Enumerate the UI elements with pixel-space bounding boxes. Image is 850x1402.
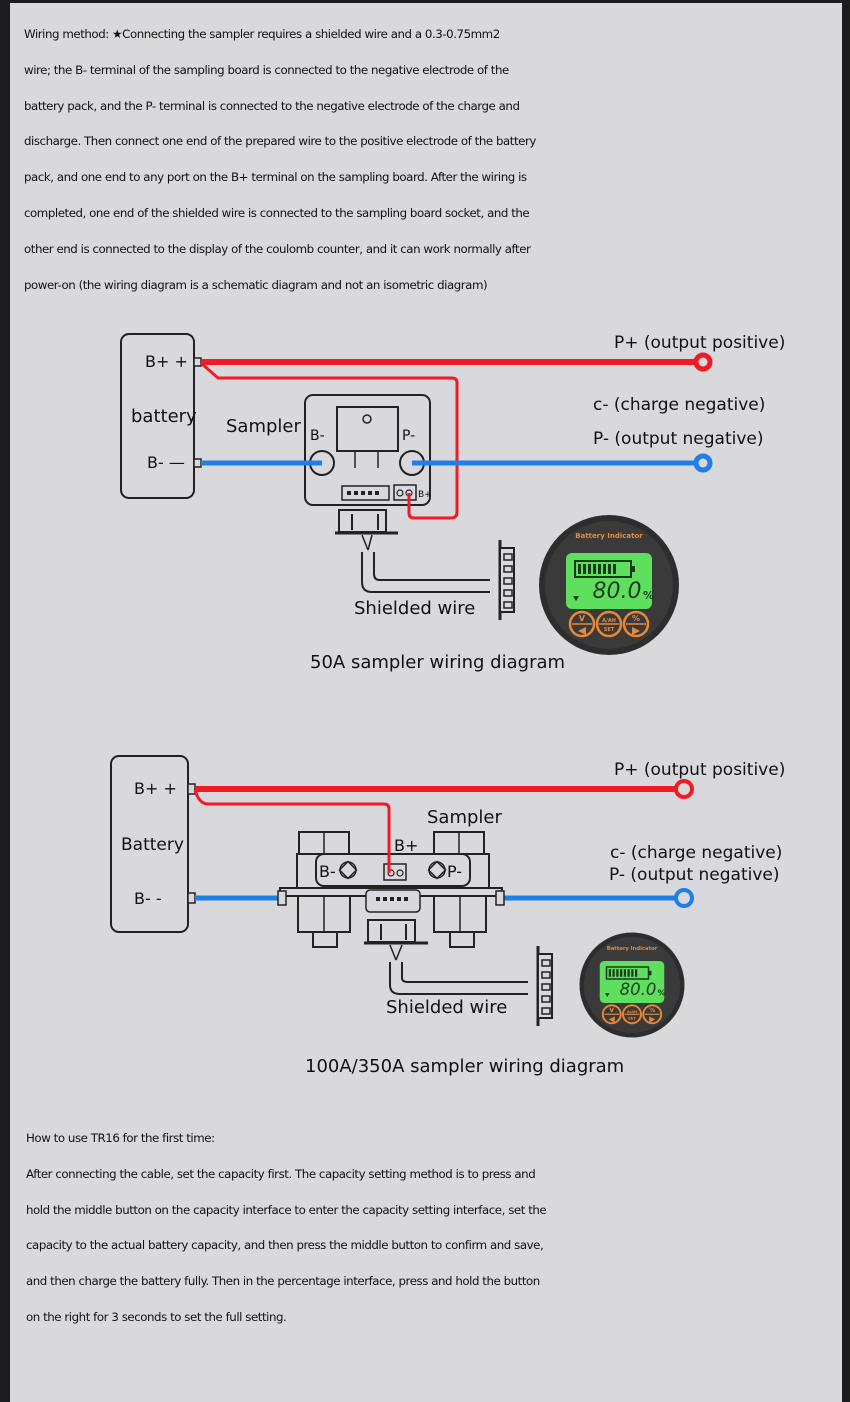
meter-button-v: V <box>609 1007 614 1014</box>
output-positive-label: P+ (output positive) <box>614 333 785 353</box>
intro-line: battery pack, and the P- terminal is con… <box>24 98 520 113</box>
sampler-bminus-label: B- <box>319 862 336 881</box>
sampler-bplus-label: B+ <box>418 490 432 500</box>
sampler-bplus-port <box>383 863 407 881</box>
wiring-method-paragraph: Wiring method: ★Connecting the sampler r… <box>24 17 829 303</box>
first-use-line: hold the middle button on the capacity i… <box>26 1202 547 1217</box>
intro-line: other end is connected to the display of… <box>24 241 531 256</box>
label-bplus: B+ + <box>134 779 177 798</box>
meter-button-ah: A/AH <box>602 618 616 624</box>
label-battery: Battery <box>121 835 184 855</box>
label-bminus: B- - <box>134 889 162 908</box>
shielded-wire-label: Shielded wire <box>354 598 475 619</box>
sampler-pminus-label: P- <box>402 428 415 444</box>
output-negative-terminal <box>674 888 694 908</box>
label-bminus: B- — <box>147 453 185 472</box>
sampler-socket <box>341 485 390 501</box>
output-negative-label: P- (output negative) <box>609 865 780 885</box>
first-use-line: After connecting the cable, set the capa… <box>26 1166 536 1181</box>
intro-line: discharge. Then connect one end of the p… <box>24 134 536 149</box>
meter-button-v: V <box>579 614 586 623</box>
coulomb-meter: Battery Indicator 80.0 % V A/AH SET % <box>537 513 681 657</box>
meter-brand: Battery Indicator <box>607 946 658 952</box>
meter-connector <box>536 944 554 1028</box>
output-positive-terminal <box>693 352 713 372</box>
meter-unit: % <box>643 589 654 602</box>
content-panel <box>10 3 842 1402</box>
battery-bminus-terminal <box>187 892 196 904</box>
meter-connector <box>498 538 516 622</box>
charge-negative-label: c- (charge negative) <box>593 395 765 415</box>
diagram-50a: B+ + battery B- — B- P- B+ Sampler Shiel… <box>120 333 785 673</box>
output-negative-label: P- (output negative) <box>593 429 764 449</box>
battery-bplus-terminal <box>193 357 202 367</box>
intro-line: wire; the B- terminal of the sampling bo… <box>24 62 509 77</box>
sampler-label: Sampler <box>427 807 502 828</box>
meter-button-ah: A/AH <box>627 1010 637 1014</box>
diagram2-caption: 100A/350A sampler wiring diagram <box>305 1056 624 1077</box>
sampler-bplus-port <box>393 484 417 501</box>
meter-button-percent: % <box>632 614 640 623</box>
output-positive-label: P+ (output positive) <box>614 760 785 780</box>
battery-box <box>120 333 195 499</box>
bplus-sense-wire <box>193 789 391 873</box>
charge-negative-label: c- (charge negative) <box>610 843 782 863</box>
output-negative-terminal <box>693 453 713 473</box>
sampler-pminus-label: P- <box>447 862 462 881</box>
meter-button-set: SET <box>604 627 615 633</box>
battery-bminus-terminal <box>193 458 202 468</box>
label-bplus: B+ + <box>145 352 188 371</box>
output-positive-terminal <box>674 779 694 799</box>
label-battery: battery <box>131 406 197 427</box>
meter-reading: 80.0 <box>620 980 657 999</box>
meter-reading: 80.0 <box>593 579 642 604</box>
sampler-board <box>304 394 431 506</box>
shielded-wire <box>389 962 528 995</box>
meter-unit: % <box>658 988 666 998</box>
first-use-line: capacity to the actual battery capacity,… <box>26 1238 544 1253</box>
intro-line: Wiring method: ★Connecting the sampler r… <box>24 27 500 41</box>
diagram1-caption: 50A sampler wiring diagram <box>310 652 565 673</box>
sampler-label: Sampler <box>226 416 301 437</box>
sampler-bplus-label: B+ <box>394 836 418 855</box>
shielded-wire <box>361 552 490 593</box>
intro-line: completed, one end of the shielded wire … <box>24 205 530 220</box>
battery-bplus-terminal <box>187 783 196 795</box>
bplus-sense-wire <box>200 361 459 520</box>
shunt-chip <box>336 406 399 452</box>
first-use-heading: How to use TR16 for the first time: <box>26 1131 215 1145</box>
shielded-wire-label: Shielded wire <box>386 997 507 1018</box>
intro-line: pack, and one end to any port on the B+ … <box>24 170 527 185</box>
meter-button-percent: % <box>649 1007 655 1014</box>
first-use-paragraph: How to use TR16 for the first time: Afte… <box>26 1121 831 1336</box>
battery-box <box>110 755 189 933</box>
coulomb-meter: Battery Indicator 80.0 % V A/AH SET % <box>578 931 686 1039</box>
meter-brand: Battery Indicator <box>575 532 643 540</box>
sampler-bminus-label: B- <box>310 428 325 444</box>
meter-button-set: SET <box>628 1017 636 1021</box>
intro-line: power-on (the wiring diagram is a schema… <box>24 277 488 292</box>
first-use-line: on the right for 3 seconds to set the fu… <box>26 1309 287 1324</box>
first-use-line: and then charge the battery fully. Then … <box>26 1274 540 1289</box>
diagram-100a-350a: B+ + Battery B- - B- P- B+ Sampler <box>110 755 785 1077</box>
